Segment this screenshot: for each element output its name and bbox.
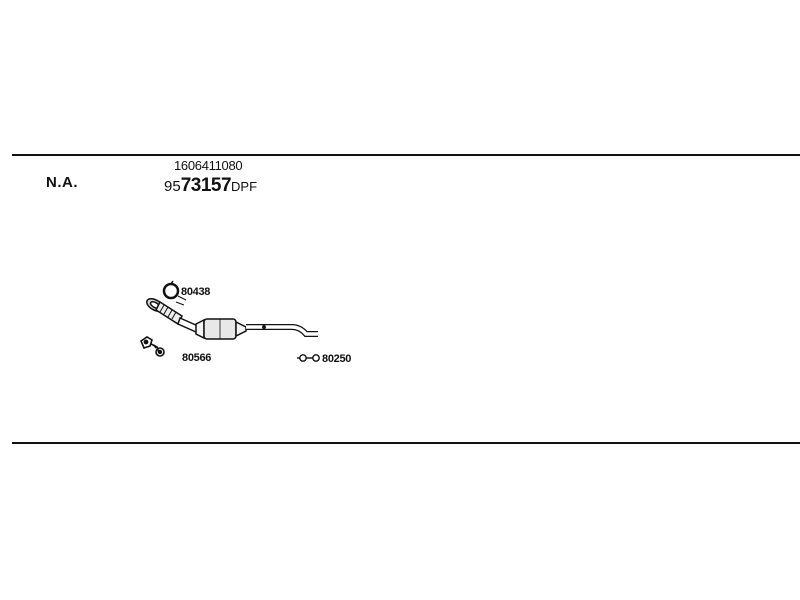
rubber-hanger-icon[interactable] — [297, 354, 320, 362]
part-code-prefix: 95 — [164, 178, 181, 195]
exhaust-dpf-assembly-icon[interactable] — [145, 295, 318, 340]
part-number-80438: 80438 — [181, 286, 211, 298]
part-code-main: 73157 — [180, 175, 232, 196]
bottom-divider — [12, 442, 800, 444]
clamp-ring-icon[interactable] — [162, 280, 180, 300]
mounting-bracket-icon[interactable] — [140, 336, 165, 357]
part-code: 9573157DPF — [164, 175, 257, 197]
region-label: N.A. — [46, 174, 78, 191]
top-divider — [12, 154, 800, 156]
part-code-suffix: DPF — [231, 179, 258, 194]
part-number-80566: 80566 — [182, 352, 212, 364]
reference-number: 1606411080 — [174, 158, 243, 173]
part-number-80250: 80250 — [322, 353, 352, 365]
